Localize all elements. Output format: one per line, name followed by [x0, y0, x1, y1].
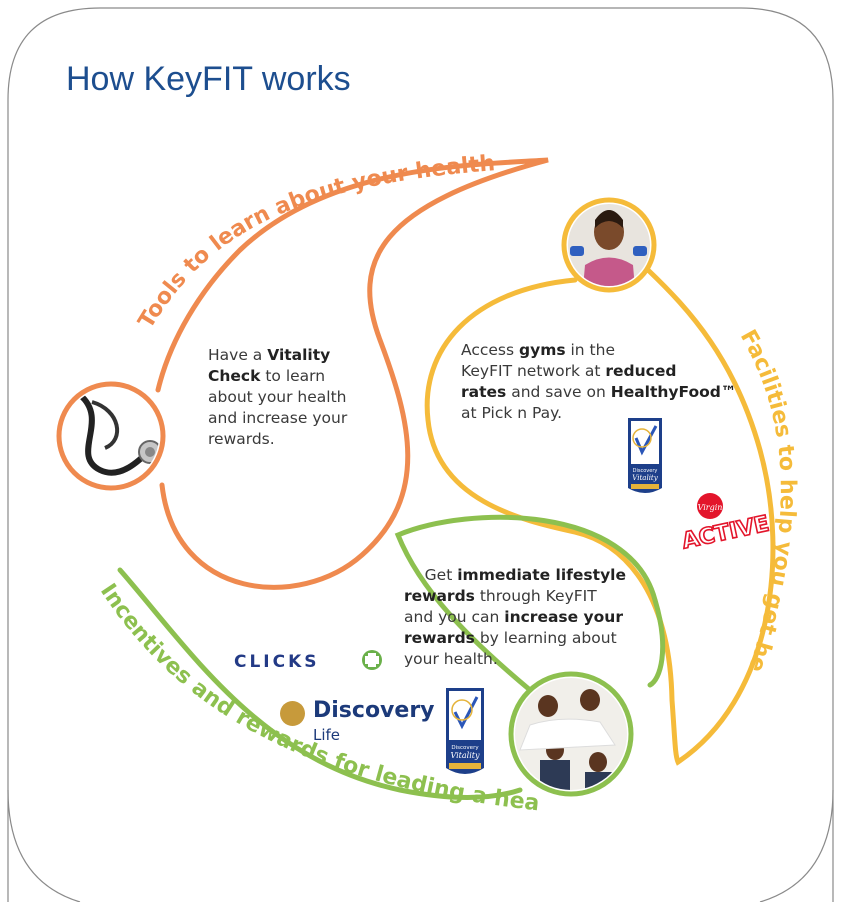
- vitality-badge-lower: Discovery Vitality: [446, 688, 484, 774]
- clicks-logo: CLICKS: [234, 652, 320, 672]
- stethoscope-photo: [56, 381, 166, 491]
- facilities-description: Access gyms in the KeyFIT network at red…: [461, 341, 737, 422]
- discovery-sub: Life: [313, 726, 341, 744]
- vitality-word-text: Vitality: [450, 751, 480, 760]
- vitality-brand-text: Discovery: [633, 468, 658, 474]
- family-photo: [508, 671, 634, 797]
- woman-fitness-photo: [561, 197, 657, 293]
- orange-swirl: [155, 157, 549, 590]
- discovery-name: Discovery: [313, 698, 435, 723]
- virgin-text: Virgin: [698, 503, 723, 512]
- clicks-plus-icon: [362, 650, 382, 670]
- incentives-description: Get immediate lifestyle rewards through …: [404, 566, 626, 668]
- vitality-word-text: Vitality: [632, 474, 658, 482]
- yellow-swirl: [424, 267, 776, 766]
- green-swirl: [117, 514, 666, 800]
- active-text: ACTIVE: [680, 512, 772, 555]
- frame-border: [7, 7, 834, 902]
- frame-bottom-left-curve: [7, 789, 81, 903]
- virgin-active-logo: Virgin ACTIVE: [679, 493, 772, 555]
- frame-bottom-right-curve: [759, 789, 834, 903]
- arc-label-tools: Tools to learn about your health: [134, 151, 496, 333]
- vitality-brand-text: Discovery: [451, 745, 479, 751]
- discovery-emblem-icon: [280, 701, 305, 726]
- tools-description: Have a Vitality Check to learn about you…: [208, 346, 348, 448]
- vitality-badge-upper: Discovery Vitality: [628, 418, 662, 493]
- page-title: How KeyFIT works: [66, 60, 351, 98]
